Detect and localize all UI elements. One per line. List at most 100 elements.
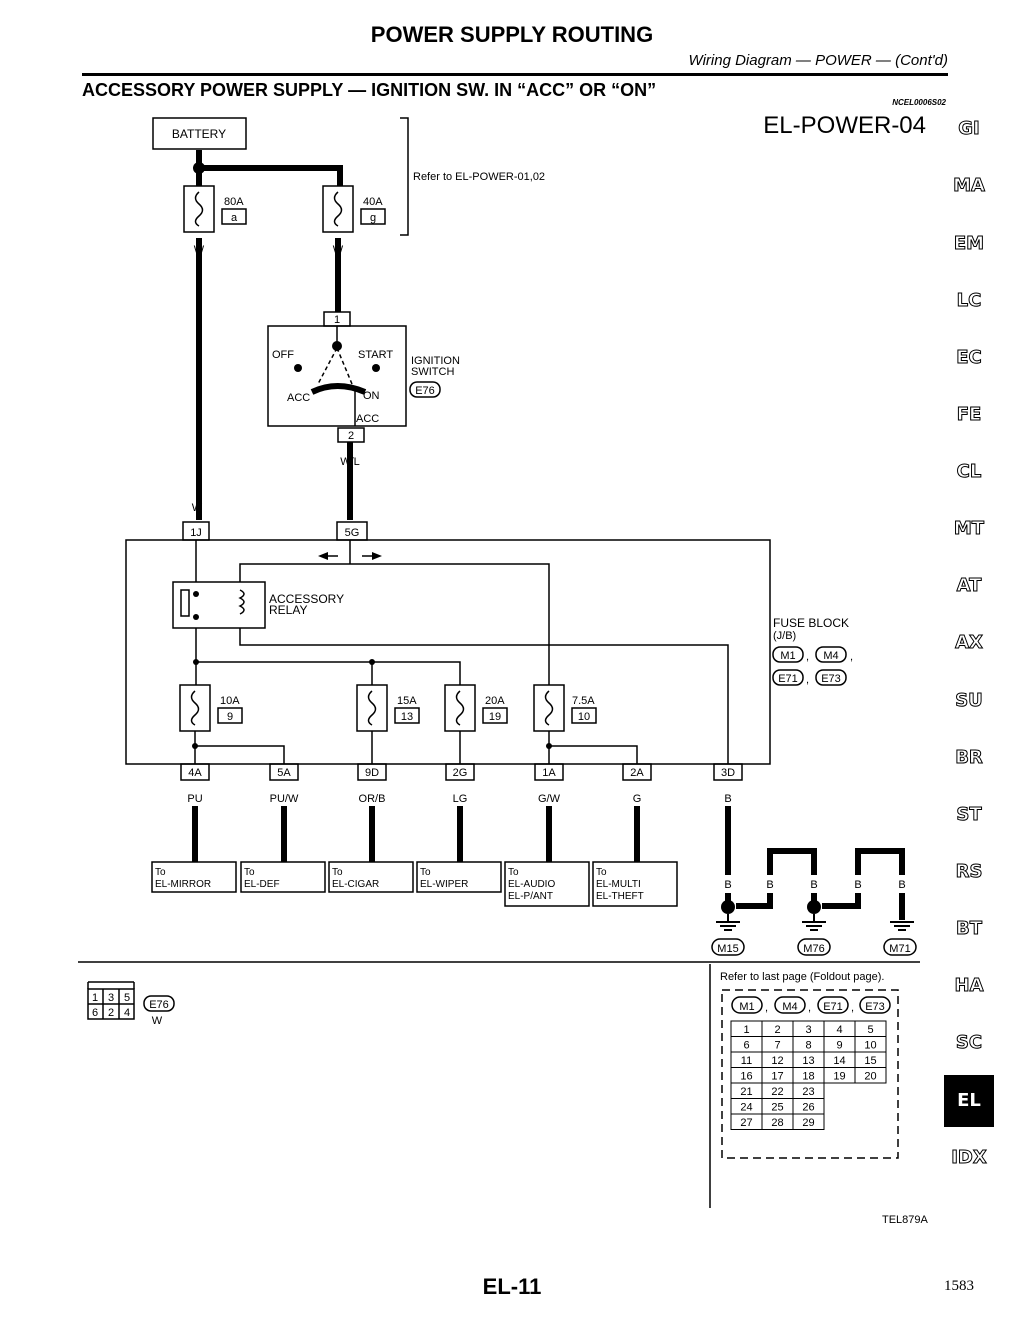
output-wire-color: PU (187, 793, 202, 805)
foldout-pin-number: 12 (771, 1055, 783, 1067)
fuse-g-amp: 40A (363, 196, 383, 208)
foldout-conn: M4 (782, 1001, 797, 1013)
fuse-num: 9 (227, 711, 233, 723)
e76-pin: 2 (108, 1007, 114, 1019)
foldout-note: Refer to last page (Foldout page). (720, 971, 884, 983)
ign-start: START (358, 349, 393, 361)
dest-to: To (420, 867, 431, 878)
fb-conn-m1: M1 (780, 650, 795, 662)
foldout-pin-number: 13 (802, 1055, 814, 1067)
foldout-box (721, 989, 899, 1159)
side-tab-st: ST (956, 804, 982, 826)
side-tab-sc: SC (955, 1032, 983, 1054)
side-tab-ax: AX (955, 632, 984, 654)
page-subtitle: Wiring Diagram — POWER — (Cont'd) (688, 52, 948, 69)
relay-name-2: RELAY (269, 603, 307, 617)
ground-m76: M76 (803, 943, 824, 955)
output-pin: 1A (542, 767, 556, 779)
ign-pin-out: 2 (348, 430, 354, 442)
page-code: EL-11 (482, 1274, 542, 1299)
dest-el-multi (592, 861, 678, 907)
foldout-pin-number: 4 (836, 1024, 842, 1036)
relay-name-1: ACCESSORY (269, 592, 344, 606)
foldout-pin-number: 6 (743, 1040, 749, 1052)
dest-el-cigar (328, 861, 414, 893)
battery-label: BATTERY (172, 127, 226, 141)
fusible-link-g (322, 185, 354, 233)
dest-name: EL-WIPER (420, 879, 468, 890)
foldout-pin-number: 21 (740, 1086, 752, 1098)
output-pin: 2A (630, 767, 644, 779)
foldout-conn: E73 (865, 1001, 885, 1013)
fb-conn-e71: E71 (778, 673, 798, 685)
output-wire-color: B (724, 793, 731, 805)
svg-text:,: , (851, 1002, 854, 1014)
wire-color-wl: W/L (340, 456, 360, 468)
e76-label: E76 (149, 999, 169, 1011)
e76-color: W (152, 1015, 163, 1027)
foldout-pin-number: 10 (864, 1040, 876, 1052)
battery-junction (193, 162, 205, 174)
dest-el-mirror (151, 861, 237, 893)
ign-on: ON (363, 390, 380, 402)
side-tab-gi: GI (958, 118, 980, 140)
side-tab-bt: BT (956, 918, 983, 940)
foldout-pin-number: 22 (771, 1086, 783, 1098)
foldout-pin-number: 7 (774, 1040, 780, 1052)
battery-box (152, 117, 247, 150)
diagram-code: EL-POWER-04 (763, 112, 926, 139)
foldout-pin-number: 16 (740, 1071, 752, 1083)
side-tab-at: AT (956, 575, 982, 597)
dest-el-def (240, 861, 326, 893)
side-tab-su: SU (955, 690, 984, 712)
foldout-pin-number: 1 (743, 1024, 749, 1036)
jb-pin-1j: 1J (190, 527, 202, 539)
ign-name-1: IGNITION (411, 355, 460, 367)
header-rule (82, 73, 948, 76)
dest-to: To (508, 867, 519, 878)
wire-color-w: W (192, 502, 203, 514)
svg-text:,: , (806, 651, 809, 663)
output-wire-color: G/W (538, 793, 561, 805)
output-wire-color: OR/B (359, 793, 386, 805)
output-wire-color: G (633, 793, 642, 805)
ground-m71: M71 (889, 943, 910, 955)
output-wire-color: PU/W (270, 793, 299, 805)
ign-name-2: SWITCH (411, 366, 454, 378)
foldout-pin-number: 11 (741, 1055, 752, 1067)
output-pin: 2G (453, 767, 468, 779)
dest-name: EL-MULTI (596, 879, 641, 890)
side-tab-ec: EC (956, 347, 983, 369)
foldout-pin-number: 5 (867, 1024, 873, 1036)
side-tab-el: EL (944, 1075, 994, 1127)
svg-text:,: , (806, 674, 809, 686)
dest-to: To (155, 867, 166, 878)
foldout-pin-number: 17 (771, 1071, 783, 1083)
foldout-pin-number: 15 (864, 1055, 876, 1067)
fuse-amp: 20A (485, 695, 505, 707)
dest-name-2: EL-THEFT (596, 891, 644, 902)
dest-name: EL-AUDIO (508, 879, 555, 890)
jb-pin-5g: 5G (345, 527, 360, 539)
foldout-pin-number: 26 (802, 1102, 814, 1114)
foldout-pin-number: 20 (864, 1071, 876, 1083)
fb-conn-m4: M4 (823, 650, 838, 662)
dest-to: To (596, 867, 607, 878)
dest-el-wiper (416, 861, 502, 893)
side-tab-idx: IDX (951, 1147, 988, 1169)
dest-name-2: EL-P/ANT (508, 891, 553, 902)
figure-id: TEL879A (882, 1214, 928, 1226)
fb-conn-e73: E73 (821, 673, 841, 685)
foldout-pin-number: 25 (771, 1102, 783, 1114)
foldout-cell (854, 1067, 887, 1084)
side-tab-cl: CL (956, 461, 982, 483)
foldout-pin-number: 2 (774, 1024, 780, 1036)
dest-name: EL-CIGAR (332, 879, 379, 890)
side-tab-lc: LC (956, 290, 982, 312)
foldout-conn: M1 (739, 1001, 754, 1013)
foldout-conn: E71 (823, 1001, 843, 1013)
wire-color-w: W (333, 244, 344, 256)
fuse-a-id: a (231, 212, 238, 224)
